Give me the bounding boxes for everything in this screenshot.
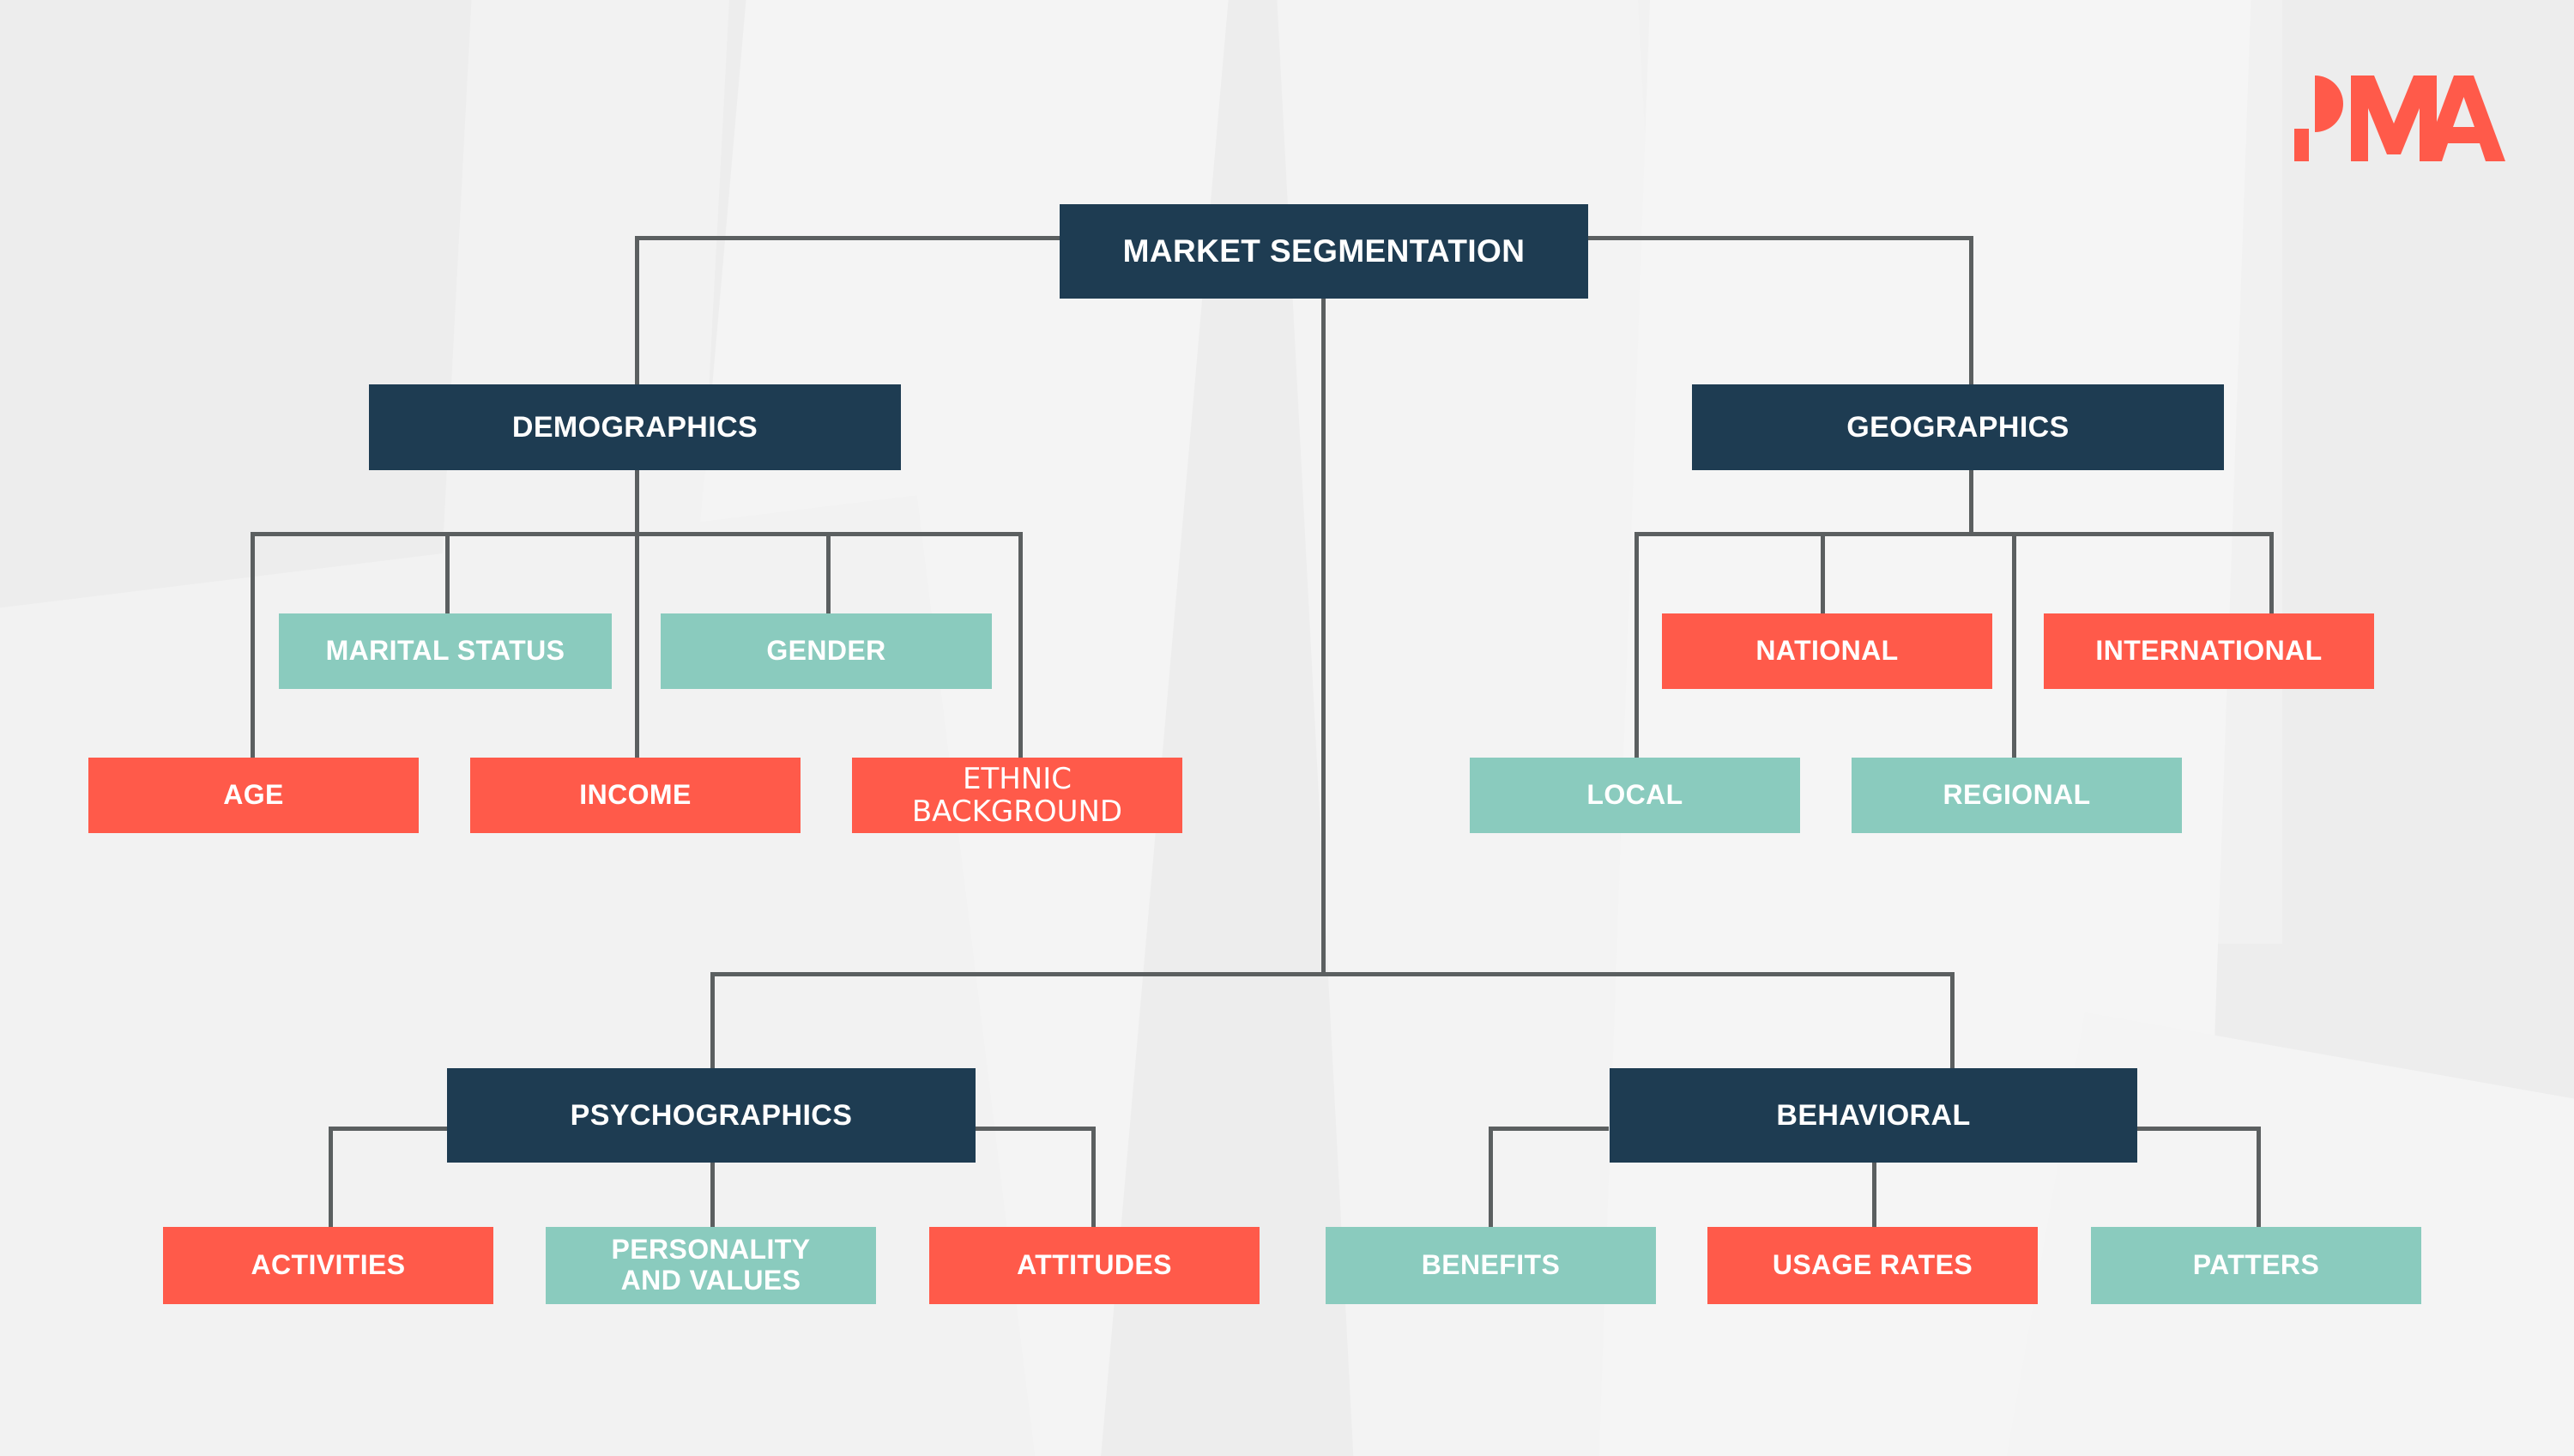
node-psychographics[interactable]: PSYCHOGRAPHICS (447, 1068, 976, 1163)
node-income[interactable]: INCOME (470, 758, 801, 833)
connector-geographics-stem (1969, 469, 1973, 534)
node-label: MARITAL STATUS (325, 635, 565, 667)
connector-lower-to-behavioral (1950, 972, 1955, 1069)
node-age[interactable]: AGE (88, 758, 419, 833)
pma-logo (2293, 76, 2507, 161)
node-label: BENEFITS (1421, 1249, 1561, 1281)
connector-behavioral-to-benefits (1489, 1127, 1493, 1229)
connector-psychographics-to-attitudes (1091, 1127, 1096, 1229)
node-behavioral[interactable]: BEHAVIORAL (1610, 1068, 2137, 1163)
node-label: MARKET SEGMENTATION (1122, 233, 1526, 269)
node-label: PERSONALITY AND VALUES (546, 1234, 876, 1296)
node-label: ATTITUDES (1017, 1249, 1172, 1281)
connector-geographics-to-national (1821, 532, 1825, 618)
node-personality-and-values[interactable]: PERSONALITY AND VALUES (546, 1227, 876, 1304)
connector-root-to-demographics (635, 236, 639, 386)
connector-behavioral-to-patters (2257, 1127, 2261, 1229)
connector-psychographics-left-arm (329, 1127, 449, 1131)
connector-psychographics-to-personality (710, 1163, 715, 1229)
node-label: BEHAVIORAL (1776, 1098, 1971, 1132)
connector-geographics-bar (1634, 532, 2274, 536)
connector-lower-spine (710, 972, 1955, 976)
connector-psychographics-right-arm (972, 1127, 1095, 1131)
connector-demographics-to-gender (826, 532, 831, 618)
node-market-segmentation[interactable]: MARKET SEGMENTATION (1060, 204, 1588, 299)
node-marital-status[interactable]: MARITAL STATUS (279, 613, 612, 689)
connector-root-to-lower (1321, 298, 1326, 976)
node-ethnic-background[interactable]: ETHNIC BACKGROUND (852, 758, 1182, 833)
connector-behavioral-to-usage-rates (1872, 1163, 1876, 1229)
node-label: REGIONAL (1943, 779, 2091, 811)
connector-geographics-to-regional (2012, 532, 2016, 759)
node-regional[interactable]: REGIONAL (1852, 758, 2182, 833)
node-attitudes[interactable]: ATTITUDES (929, 1227, 1260, 1304)
node-label: ETHNIC BACKGROUND (852, 763, 1182, 828)
connector-demographics-to-income (635, 532, 639, 759)
node-geographics[interactable]: GEOGRAPHICS (1692, 384, 2224, 470)
node-demographics[interactable]: DEMOGRAPHICS (369, 384, 901, 470)
node-activities[interactable]: ACTIVITIES (163, 1227, 493, 1304)
connector-behavioral-left-arm (1489, 1127, 1609, 1131)
node-label: INCOME (579, 779, 692, 811)
node-label: GENDER (766, 635, 886, 667)
node-international[interactable]: INTERNATIONAL (2044, 613, 2374, 689)
node-label: PATTERS (2192, 1249, 2320, 1281)
node-label: DEMOGRAPHICS (511, 410, 758, 444)
node-label: USAGE RATES (1772, 1249, 1973, 1281)
node-label: AGE (223, 779, 284, 811)
connector-demographics-to-marital-status (445, 532, 450, 618)
connector-demographics-stem (635, 469, 639, 534)
connector-geographics-to-international (2269, 532, 2274, 618)
node-label: INTERNATIONAL (2095, 635, 2323, 667)
node-label: LOCAL (1586, 779, 1683, 811)
node-label: NATIONAL (1755, 635, 1899, 667)
connector-demographics-to-age (251, 532, 255, 759)
connector-psychographics-to-activities (329, 1127, 333, 1229)
node-label-line1: PERSONALITY (611, 1234, 811, 1266)
node-label-line2: BACKGROUND (911, 794, 1123, 829)
node-gender[interactable]: GENDER (661, 613, 992, 689)
node-patters[interactable]: PATTERS (2091, 1227, 2421, 1304)
node-benefits[interactable]: BENEFITS (1326, 1227, 1656, 1304)
node-label: GEOGRAPHICS (1846, 410, 2069, 444)
connector-behavioral-right-arm (2136, 1127, 2261, 1131)
node-local[interactable]: LOCAL (1470, 758, 1800, 833)
connector-demographics-to-ethnic-background (1018, 532, 1023, 759)
node-label: ACTIVITIES (251, 1249, 406, 1281)
node-national[interactable]: NATIONAL (1662, 613, 1992, 689)
connector-geographics-to-local (1634, 532, 1639, 759)
node-label: PSYCHOGRAPHICS (570, 1098, 853, 1132)
connector-root-to-geographics (1969, 236, 1973, 386)
node-label-line1: ETHNIC (962, 761, 1072, 796)
connector-lower-to-psychographics (710, 972, 715, 1069)
node-usage-rates[interactable]: USAGE RATES (1707, 1227, 2038, 1304)
node-label-line2: AND VALUES (620, 1265, 801, 1296)
